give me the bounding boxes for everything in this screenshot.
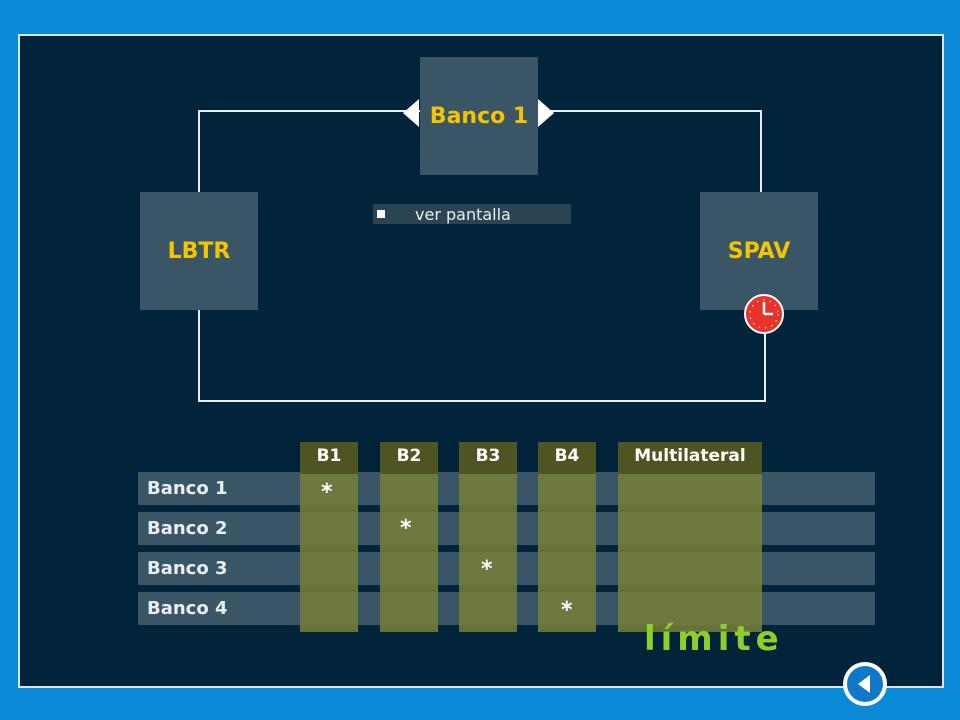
back-button-inner <box>847 666 883 702</box>
column-multilateral: Multilateral <box>618 442 762 632</box>
connector-top-right <box>538 110 762 112</box>
connector-right-upper <box>760 110 762 192</box>
row-label: Banco 4 <box>147 598 228 619</box>
column-header: Multilateral <box>618 442 762 474</box>
mark-banco3-b3: * <box>481 557 493 582</box>
column-b4: B4 <box>538 442 596 632</box>
arrow-right-icon <box>538 99 554 127</box>
connector-left-upper <box>198 110 200 192</box>
mark-banco4-b4: * <box>561 598 573 623</box>
column-b3: B3 <box>459 442 517 632</box>
row-label: Banco 3 <box>147 558 228 579</box>
connector-top-left <box>198 110 420 112</box>
clock-icon[interactable] <box>743 293 785 335</box>
arrow-left-icon <box>403 99 419 127</box>
column-header: B3 <box>459 442 517 474</box>
column-b1: B1 <box>300 442 358 632</box>
column-header: B2 <box>380 442 438 474</box>
node-lbtr[interactable]: LBTR <box>140 192 258 310</box>
node-lbtr-label: LBTR <box>167 238 231 264</box>
node-banco-1-label: Banco 1 <box>429 103 529 129</box>
connector-left-lower <box>198 310 200 402</box>
ver-pantalla-button[interactable]: ver pantalla <box>373 204 571 224</box>
back-arrow-icon <box>858 675 870 693</box>
column-b2: B2 <box>380 442 438 632</box>
ver-pantalla-label: ver pantalla <box>415 204 511 224</box>
row-label: Banco 2 <box>147 518 228 539</box>
mark-banco1-b1: * <box>321 480 333 505</box>
main-panel: Banco 1 LBTR SPAV ver pantalla Banco 1 B… <box>18 34 944 688</box>
column-header: B4 <box>538 442 596 474</box>
node-spav-label: SPAV <box>727 238 791 264</box>
bullet-icon <box>377 210 385 218</box>
node-spav[interactable]: SPAV <box>700 192 818 310</box>
row-label: Banco 1 <box>147 478 228 499</box>
connector-bottom <box>198 400 766 402</box>
limite-logo: límite <box>644 619 784 659</box>
column-header: B1 <box>300 442 358 474</box>
node-banco-1[interactable]: Banco 1 <box>420 57 538 175</box>
back-button[interactable] <box>843 662 887 706</box>
connector-right-lower <box>764 334 766 402</box>
mark-banco2-b2: * <box>400 516 412 541</box>
